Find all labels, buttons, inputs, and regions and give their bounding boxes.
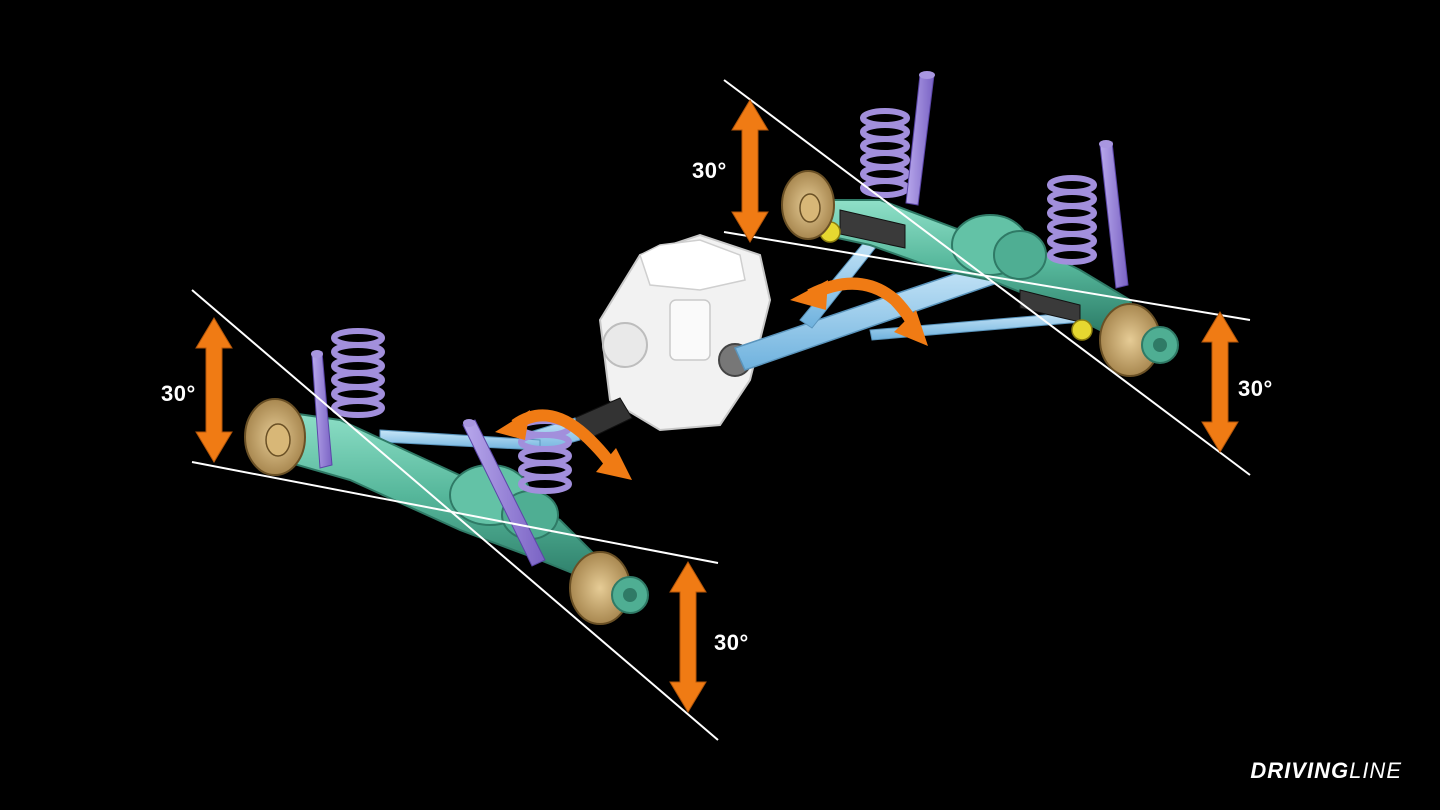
transfer-case [598,233,772,432]
rear-left-brake [781,170,835,240]
angle-label-rear-right: 30° [1238,376,1273,401]
angle-label-front-left: 30° [161,381,196,406]
rear-right-brake [1099,303,1179,377]
front-right-brake [569,551,649,625]
arrow-rear-driveshaft-heads [790,280,928,346]
angle-guide-lines [191,79,1251,741]
arrow-front-driveshaft-heads [495,410,632,480]
arrow-rear-right [1201,311,1239,453]
rear-right-spring [1047,175,1097,265]
front-right-shock [462,419,546,567]
arrow-front-right [669,561,707,713]
front-left-brake [244,398,306,476]
angle-label-front-right: 30° [714,630,749,655]
drivingline-logo: DRIVINGLINE [1250,758,1402,784]
rear-right-shock [1099,140,1129,289]
logo-part-driving: DRIVING [1250,758,1350,783]
rear-left-shock [905,71,935,206]
front-left-shock [311,350,333,469]
logo-part-line: LINE [1349,758,1402,783]
front-left-spring [331,328,385,418]
angle-label-rear-left: 30° [692,158,727,183]
arrow-rear-left [731,99,769,243]
rear-left-spring [860,108,910,198]
arrow-front-left [195,317,233,463]
